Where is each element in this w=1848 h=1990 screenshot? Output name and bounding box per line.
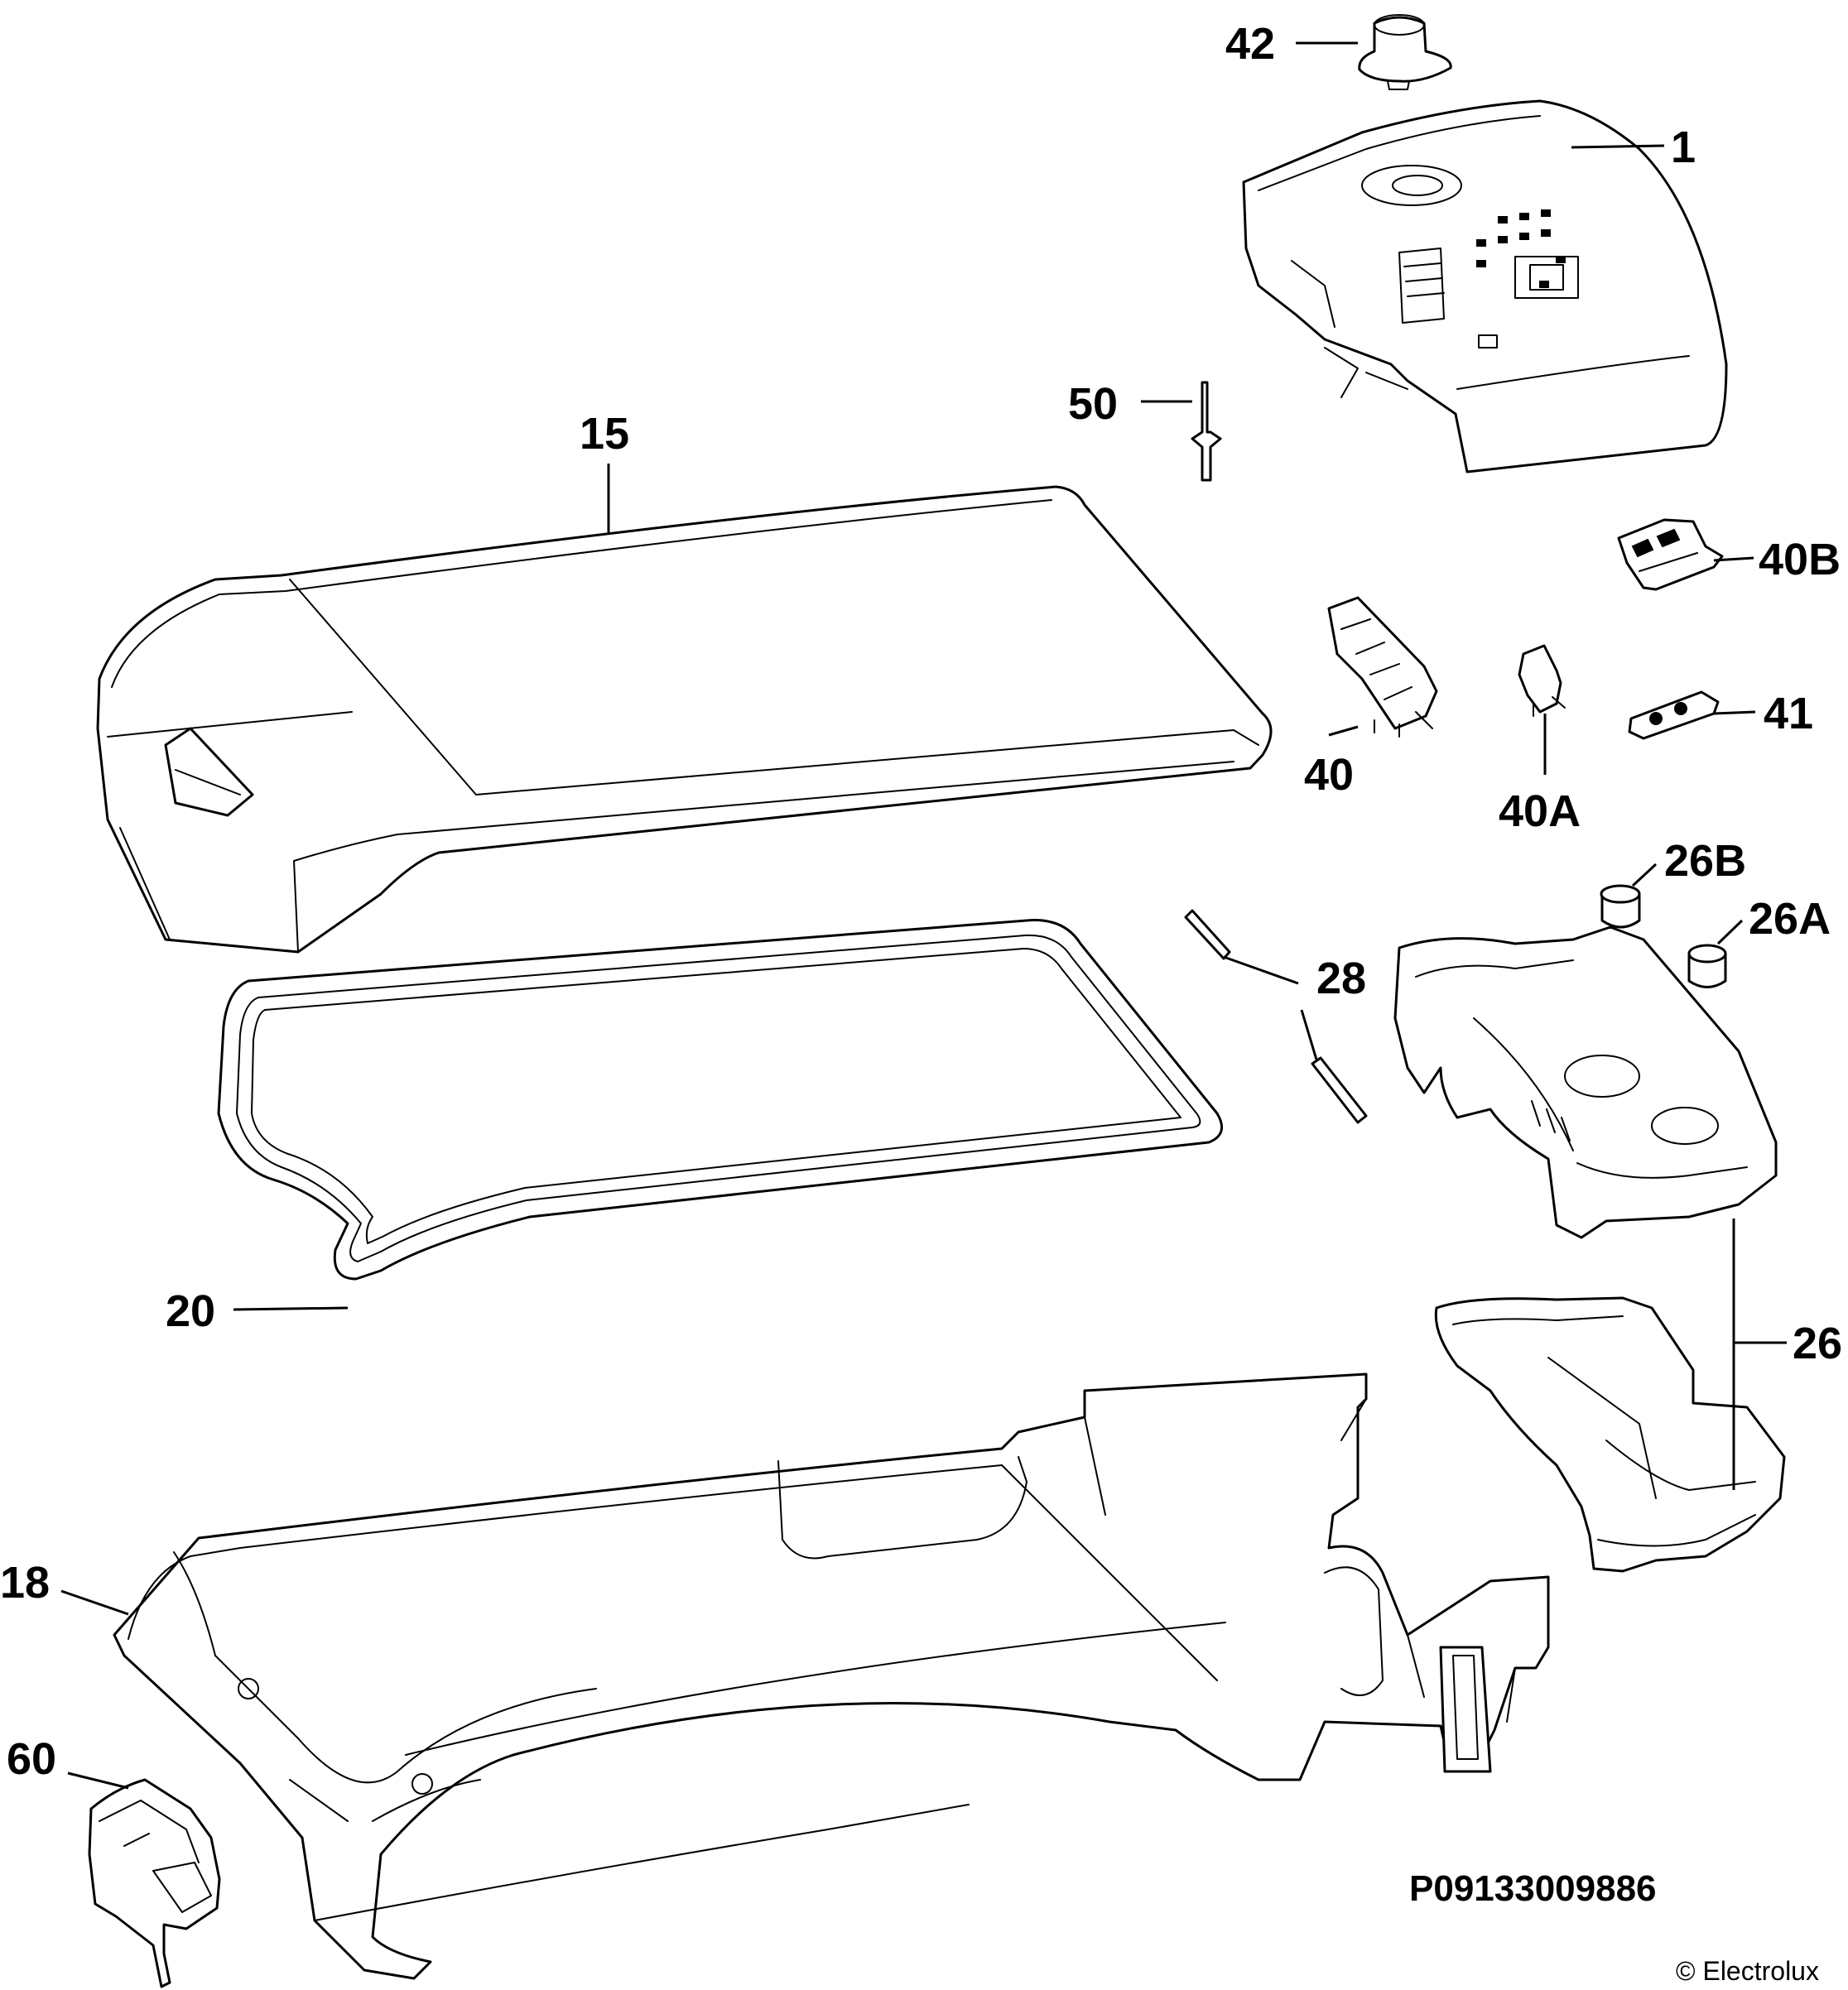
part-28-pin-upper <box>1184 909 1231 960</box>
callout-28: 28 <box>1316 954 1366 1003</box>
callout-15: 15 <box>580 409 629 459</box>
callout-20: 20 <box>166 1286 215 1336</box>
leader-lines <box>60 41 1787 1790</box>
part-40b-button <box>1617 518 1724 591</box>
callout-26a: 26A <box>1749 894 1831 944</box>
part-26b-spacer <box>1600 884 1641 929</box>
part-18-drawer-base <box>113 1372 1550 1980</box>
part-20-gasket <box>217 919 1224 1281</box>
reference-code: P09133009886 <box>1409 1868 1657 1909</box>
part-40-button-strip <box>1327 596 1438 738</box>
part-26a-spacer <box>1687 944 1727 988</box>
callout-1: 1 <box>1671 123 1696 172</box>
callout-42: 42 <box>1225 19 1275 69</box>
callout-labels: 42 1 50 15 40B 41 40 40A 26B 26A 28 26 2… <box>0 19 1842 1784</box>
callout-40a: 40A <box>1499 786 1581 836</box>
part-41-switch <box>1628 690 1720 740</box>
callout-40b: 40B <box>1759 535 1841 584</box>
part-40a-button <box>1518 644 1566 717</box>
copyright-notice: © Electrolux <box>1676 1956 1819 1986</box>
callout-18: 18 <box>0 1558 50 1608</box>
part-42-knob <box>1358 14 1452 90</box>
part-60-latch <box>88 1778 221 1988</box>
part-28-pin-lower <box>1311 1056 1368 1124</box>
callout-60: 60 <box>7 1734 56 1784</box>
part-50-pin <box>1191 381 1222 482</box>
callout-41: 41 <box>1764 689 1813 738</box>
callout-26b: 26B <box>1664 836 1746 886</box>
part-26-dispenser-top <box>1393 925 1778 1239</box>
part-26-dispenser-bottom <box>1434 1296 1786 1573</box>
callout-50: 50 <box>1068 379 1118 429</box>
callout-40: 40 <box>1304 750 1354 800</box>
callout-26: 26 <box>1793 1319 1842 1368</box>
part-15-lid <box>96 485 1273 954</box>
part-1-control-panel <box>1242 99 1728 473</box>
